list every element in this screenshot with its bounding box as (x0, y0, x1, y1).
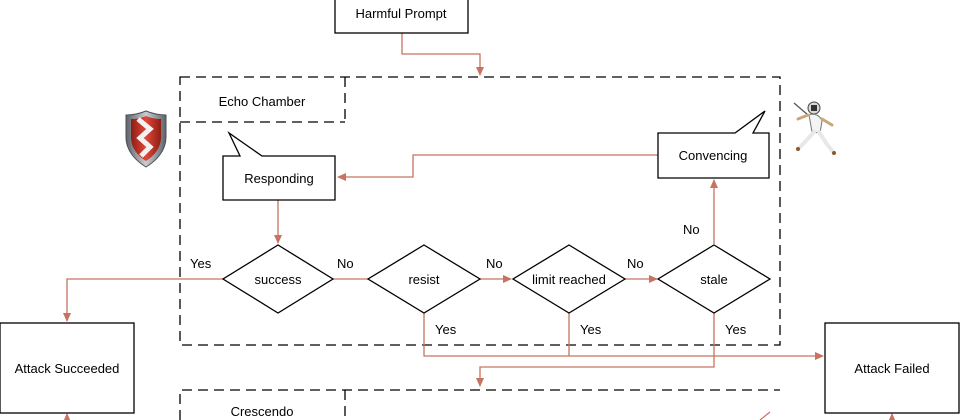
resist-no-label: No (486, 256, 503, 271)
edge-stale-yes (476, 311, 715, 387)
convencing-label: Convencing (679, 148, 748, 163)
attack-succeeded-label: Attack Succeeded (15, 361, 120, 376)
crescendo-label: Crescendo (231, 404, 294, 419)
crescendo-group: Crescendo (179, 389, 780, 420)
edge-success-yes (63, 278, 223, 322)
echo-chamber-border (179, 76, 781, 346)
responding-callout-shape (222, 131, 336, 201)
crescendo-border (179, 389, 780, 420)
harmful-prompt-node: Harmful Prompt (334, 0, 469, 34)
attack-failed-label: Attack Failed (854, 361, 929, 376)
echo-chamber-label: Echo Chamber (219, 94, 306, 109)
harmful-prompt-label: Harmful Prompt (355, 6, 446, 21)
attack-failed-node: Attack Failed (824, 322, 960, 414)
convencing-node: Convencing (657, 110, 770, 179)
attack-succeeded-node: Attack Succeeded (0, 322, 135, 414)
convencing-callout-shape (657, 110, 770, 179)
stale-yes-label: Yes (725, 322, 747, 337)
shield-icon (125, 110, 167, 168)
limit-no-label: No (627, 256, 644, 271)
success-decision: success (221, 244, 335, 314)
success-yes-label: Yes (190, 256, 212, 271)
limit-reached-decision: limit reached (511, 244, 627, 314)
limit-yes-label: Yes (580, 322, 602, 337)
edges (63, 33, 896, 420)
responding-node: Responding (222, 131, 336, 201)
stale-no-label: No (683, 222, 700, 237)
resist-label: resist (408, 272, 439, 287)
edge-labels: Yes No No No No Yes Yes Yes (190, 222, 747, 337)
fencer-icon (793, 101, 836, 155)
limit-reached-label: limit reached (532, 272, 606, 287)
success-no-label: No (337, 256, 354, 271)
edge-prompt-to-echo (401, 33, 484, 76)
stale-decision: stale (656, 244, 772, 314)
resist-yes-label: Yes (435, 322, 457, 337)
edge-resist-yes (423, 311, 824, 360)
edge-convencing-to-responding (337, 154, 658, 181)
resist-decision: resist (366, 244, 482, 314)
echo-chamber-group: Echo Chamber (179, 76, 781, 346)
responding-label: Responding (244, 171, 313, 186)
success-label: success (255, 272, 302, 287)
stale-label: stale (700, 272, 727, 287)
